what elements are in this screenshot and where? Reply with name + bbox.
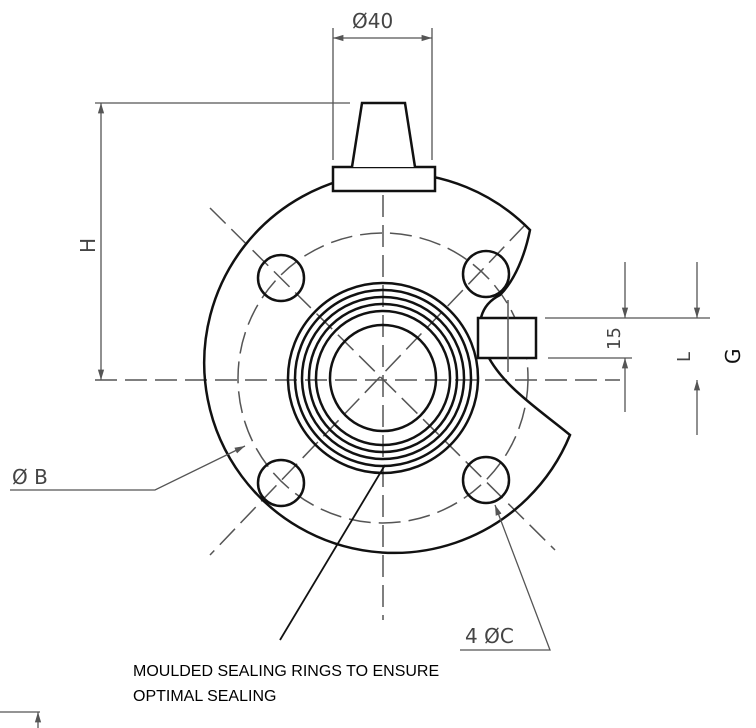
dim-15: 15 (604, 327, 625, 350)
centerlines (95, 195, 620, 620)
side-tab (476, 316, 538, 360)
dim-height-H: H (76, 238, 100, 253)
dim-L: L (674, 352, 695, 362)
dimension-lines (0, 28, 710, 728)
dim-dia-40: Ø40 (352, 9, 393, 33)
dim-holes-C: 4 ØC (465, 624, 514, 648)
note-leader (279, 464, 386, 641)
dim-dia-B: Ø B (12, 465, 48, 489)
flange-outline (202, 171, 572, 555)
sealing-rings (286, 281, 480, 475)
bolt-holes (256, 249, 511, 508)
spigot-base (331, 165, 437, 193)
dim-G: G (721, 349, 745, 365)
sealing-note: MOULDED SEALING RINGS TO ENSURE OPTIMAL … (133, 659, 439, 709)
spigot-nozzle (350, 101, 417, 168)
note-line-2: OPTIMAL SEALING (133, 688, 277, 705)
note-line-1: MOULDED SEALING RINGS TO ENSURE (133, 663, 440, 680)
